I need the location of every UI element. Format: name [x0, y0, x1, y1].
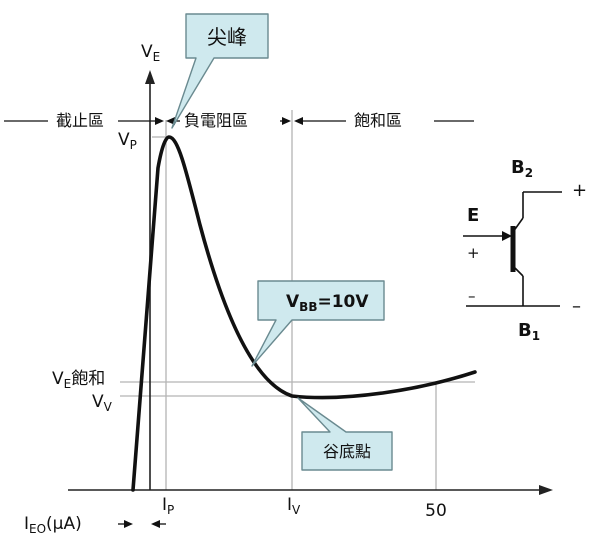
characteristic-curve	[131, 135, 477, 492]
negres-left-arrowhead	[166, 117, 175, 125]
ujt-emitter-arrowhead	[502, 231, 512, 241]
ujt-minus-emitter: –	[468, 287, 476, 305]
region-saturation-label: 飽和區	[354, 111, 402, 130]
ujt-symbol	[463, 191, 562, 307]
ieo-label: IEO(μA)	[24, 514, 82, 536]
ieo-right-arrowhead	[151, 520, 160, 528]
vbb-callout-bubble	[251, 280, 385, 367]
cutoff-right-arrowhead	[155, 117, 164, 125]
x-axis-arrowhead	[539, 485, 553, 495]
x-tick-50: 50	[425, 501, 447, 521]
ieo-marker	[118, 520, 166, 528]
ujt-b1-lead-diag	[512, 265, 524, 277]
vbb-callout	[251, 280, 385, 367]
vv-label: VV	[92, 392, 113, 414]
peak-callout	[171, 13, 269, 129]
ujt-b1-label: B1	[518, 320, 540, 343]
ve-sat-label: VE飽和	[52, 369, 105, 391]
ujt-minus-bottom: –	[572, 296, 581, 317]
y-axis-label: VE	[141, 42, 160, 64]
vbb-callout-text: VBB=10V	[286, 292, 369, 314]
valley-callout	[297, 397, 393, 471]
ujt-plus-top: +	[572, 180, 587, 201]
negres-right-arrowhead	[282, 117, 291, 125]
region-negative-resistance-label: 負電阻區	[184, 111, 248, 130]
sat-left-arrowhead	[294, 117, 303, 125]
ujt-b2-label: B2	[511, 157, 533, 180]
peak-callout-text: 尖峰	[207, 25, 247, 49]
vp-label: VP	[118, 130, 137, 152]
ujt-b2-lead-diag	[512, 217, 524, 233]
region-cutoff-label: 截止區	[56, 111, 104, 130]
x-tick-iv: IV	[287, 495, 301, 517]
ujt-e-label: E	[467, 205, 479, 226]
ujt-plus-emitter: +	[467, 244, 480, 262]
y-axis-arrowhead	[145, 70, 155, 84]
x-tick-ip: IP	[162, 495, 174, 517]
ieo-left-arrowhead	[124, 520, 133, 528]
valley-callout-bubble	[297, 397, 393, 471]
peak-callout-bubble	[171, 13, 269, 129]
labels: VE VP VE飽和 VV 截止區 負電阻區 飽和區 尖峰 VBB=10V 谷底…	[24, 25, 587, 536]
valley-callout-text: 谷底點	[323, 442, 371, 461]
